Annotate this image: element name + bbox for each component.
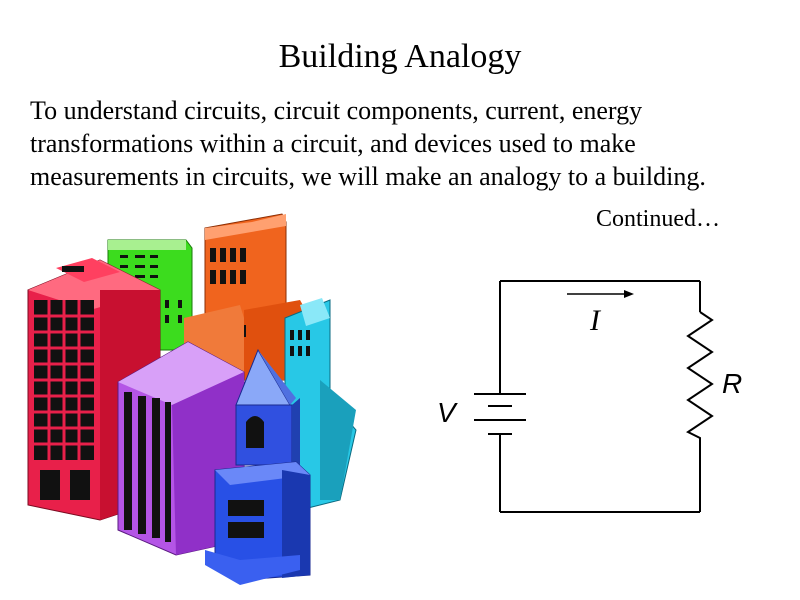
purple-building xyxy=(117,341,245,556)
red-building xyxy=(27,258,161,521)
cyan-building xyxy=(284,298,357,511)
continued-label: Continued… xyxy=(596,206,720,232)
voltage-label: V xyxy=(437,397,458,428)
resistor-symbol xyxy=(686,311,714,458)
current-arrow-icon xyxy=(567,290,634,298)
slide-title: Building Analogy xyxy=(278,38,522,75)
current-label: I xyxy=(589,304,602,337)
battery-symbol xyxy=(474,393,526,435)
slide-body-text: To understand circuits, circuit componen… xyxy=(30,96,706,191)
resistor-label: R xyxy=(722,368,742,399)
blue-tower xyxy=(205,348,311,585)
